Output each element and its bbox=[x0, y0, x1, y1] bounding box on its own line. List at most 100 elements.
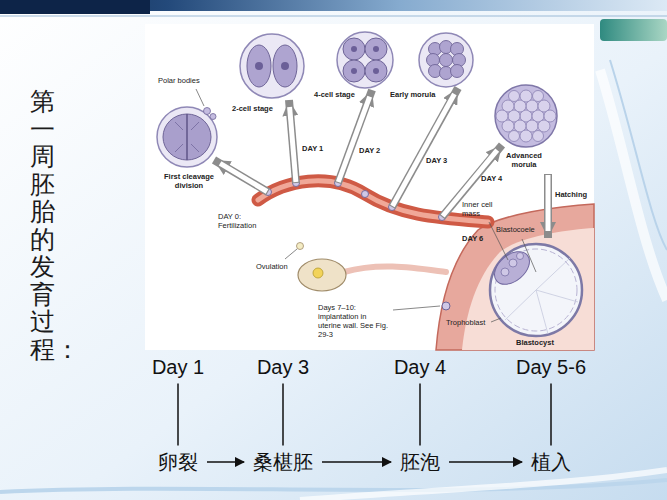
nucleus bbox=[373, 46, 379, 52]
follicle bbox=[313, 268, 323, 278]
cleavage-furrow bbox=[186, 114, 188, 160]
background-swoosh bbox=[600, 70, 667, 300]
node-text: 植入 bbox=[531, 451, 571, 474]
stage-arrow bbox=[442, 145, 502, 217]
two-cell-embryo bbox=[240, 34, 304, 98]
day-node: Day 5-6 bbox=[512, 355, 590, 380]
day-node: Day 3 bbox=[253, 355, 313, 380]
blastomere bbox=[365, 38, 387, 60]
hatching-arrow bbox=[544, 174, 552, 238]
inner-cell-mass bbox=[488, 245, 535, 291]
blastomere bbox=[247, 45, 271, 87]
figure-label: First cleavage division bbox=[158, 172, 220, 190]
blastocyst-figure bbox=[488, 244, 582, 336]
blastomere bbox=[273, 45, 297, 87]
figure-label: 4-cell stage bbox=[314, 90, 355, 99]
background-swoosh bbox=[610, 60, 667, 250]
node-text: Day 3 bbox=[257, 356, 309, 379]
implanting-embryo bbox=[442, 302, 450, 310]
stage-node: 卵裂 bbox=[154, 450, 202, 475]
leader-line bbox=[491, 318, 501, 322]
blastomere bbox=[343, 60, 365, 82]
corner-tab bbox=[600, 19, 667, 41]
flow-arrow bbox=[449, 461, 522, 463]
zona-pellucida bbox=[240, 34, 304, 98]
morula-cell bbox=[509, 131, 520, 142]
connector-group bbox=[178, 384, 551, 463]
flow-arrow bbox=[322, 461, 391, 463]
morula-cell bbox=[544, 110, 556, 122]
polar-body bbox=[210, 114, 216, 120]
ovarian-ligament bbox=[344, 267, 446, 272]
icm-cell bbox=[509, 259, 517, 267]
day-node: Day 1 bbox=[148, 355, 208, 380]
figure-label: Polar bodies bbox=[158, 76, 200, 85]
morula-cell bbox=[520, 90, 532, 102]
stage-arrow bbox=[338, 90, 372, 183]
figure-label: Blastocoele bbox=[496, 225, 535, 234]
figure-label: Advanced morula bbox=[500, 151, 548, 169]
stage-arrow-inner bbox=[393, 94, 455, 206]
top-rule bbox=[0, 16, 667, 17]
timeline-tick bbox=[177, 384, 179, 446]
stage-arrow-inner bbox=[220, 163, 267, 191]
morula-cell bbox=[533, 131, 544, 142]
figure-label: 2-cell stage bbox=[232, 104, 273, 113]
leader-line bbox=[196, 89, 204, 106]
figure-label: DAY 1 bbox=[302, 144, 323, 153]
advanced-morula bbox=[495, 85, 557, 147]
stage-arrow bbox=[214, 160, 268, 192]
stage-arrow-inner bbox=[290, 107, 296, 182]
slide-title: 第一周胚胎的发育过程： bbox=[30, 88, 55, 363]
morula-body bbox=[495, 85, 557, 147]
blastomere bbox=[343, 38, 365, 60]
nucleus bbox=[351, 46, 357, 52]
stage-node: 胚泡 bbox=[396, 450, 444, 475]
figure-label: DAY 2 bbox=[359, 146, 380, 155]
figure-label: Blastocyst bbox=[516, 338, 554, 347]
node-text: Day 4 bbox=[394, 356, 446, 379]
hatching-arrow-inner bbox=[546, 175, 551, 231]
morula-cell bbox=[533, 91, 544, 102]
stage-arrow bbox=[289, 100, 296, 183]
flow-arrow bbox=[207, 461, 244, 463]
figure-label: DAY 0: Fertilization bbox=[218, 212, 272, 230]
figure-label: Early morula bbox=[390, 90, 435, 99]
leader-line bbox=[393, 306, 440, 310]
stage-node: 植入 bbox=[527, 450, 575, 475]
node-text: 胚泡 bbox=[400, 451, 440, 474]
blastomere bbox=[440, 54, 453, 67]
figure-label: DAY 3 bbox=[426, 156, 447, 165]
stage-node: 桑椹胚 bbox=[249, 450, 317, 475]
stage-arrow bbox=[392, 88, 458, 207]
leader-line bbox=[285, 249, 297, 259]
timeline-tick bbox=[282, 384, 284, 446]
blastomere bbox=[451, 65, 464, 78]
stage-arrow-inner bbox=[338, 97, 369, 182]
figure-label: Days 7–10: implantation in uterine wall.… bbox=[318, 303, 390, 339]
node-text: 桑椹胚 bbox=[253, 451, 313, 474]
blastomere bbox=[365, 60, 387, 82]
node-text: Day 1 bbox=[152, 356, 204, 379]
figure-label: Trophoblast bbox=[446, 318, 485, 327]
tube-embryo bbox=[362, 191, 369, 198]
figure-label: Inner cell mass bbox=[462, 200, 502, 218]
morula-cells bbox=[496, 90, 556, 142]
zygote bbox=[163, 114, 211, 160]
zona-pellucida bbox=[157, 107, 217, 167]
figure-label: DAY 6 bbox=[462, 234, 483, 243]
morula-cell bbox=[520, 130, 532, 142]
ovary bbox=[298, 259, 346, 291]
morula-cell bbox=[509, 91, 520, 102]
day-node: Day 4 bbox=[390, 355, 450, 380]
node-text: 卵裂 bbox=[158, 451, 198, 474]
first-cleavage-cell bbox=[157, 107, 217, 167]
polar-body bbox=[204, 108, 211, 115]
background-swoosh bbox=[300, 470, 667, 500]
nucleus bbox=[373, 68, 379, 74]
cleavage-lines bbox=[175, 122, 199, 152]
